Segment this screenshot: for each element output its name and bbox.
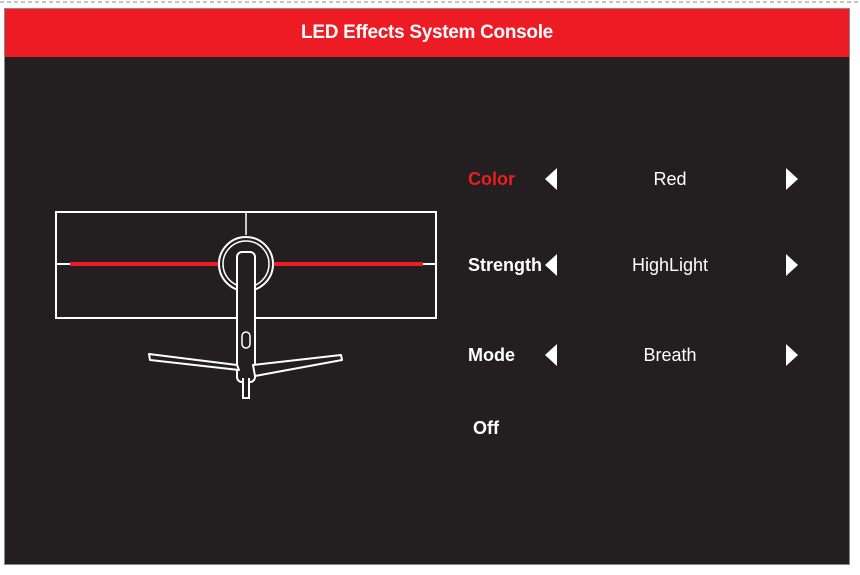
setting-value-color: Red — [653, 169, 687, 189]
setting-label-color: Color — [468, 169, 515, 189]
cable-hole — [241, 331, 251, 349]
setting-row-strength[interactable]: Strength HighLight — [468, 252, 813, 282]
setting-value-mode: Breath — [643, 345, 697, 365]
monitor-rear-led-illustration — [55, 211, 437, 399]
stand-neck — [236, 251, 256, 383]
setting-label-mode: Mode — [468, 345, 515, 365]
stand-base-right-leg — [252, 354, 343, 377]
color-prev-arrow-icon[interactable] — [545, 168, 557, 190]
mode-prev-arrow-icon[interactable] — [545, 344, 557, 366]
title-bar: LED Effects System Console — [5, 9, 849, 57]
stand-base-left-leg — [148, 353, 240, 371]
strength-next-arrow-icon[interactable] — [786, 254, 798, 276]
strength-prev-arrow-icon[interactable] — [545, 254, 557, 276]
setting-row-mode[interactable]: Mode Breath — [468, 342, 813, 372]
stand-base-rear-leg — [242, 378, 250, 399]
setting-row-color[interactable]: Color Red — [468, 166, 813, 196]
mode-next-arrow-icon[interactable] — [786, 344, 798, 366]
console-window: LED Effects System Console — [4, 8, 850, 565]
setting-value-strength: HighLight — [631, 255, 709, 275]
off-option[interactable]: Off — [473, 418, 499, 438]
color-next-arrow-icon[interactable] — [786, 168, 798, 190]
setting-label-strength: Strength — [468, 255, 542, 275]
window-title: LED Effects System Console — [301, 22, 553, 43]
top-dashed-border — [0, 1, 860, 3]
